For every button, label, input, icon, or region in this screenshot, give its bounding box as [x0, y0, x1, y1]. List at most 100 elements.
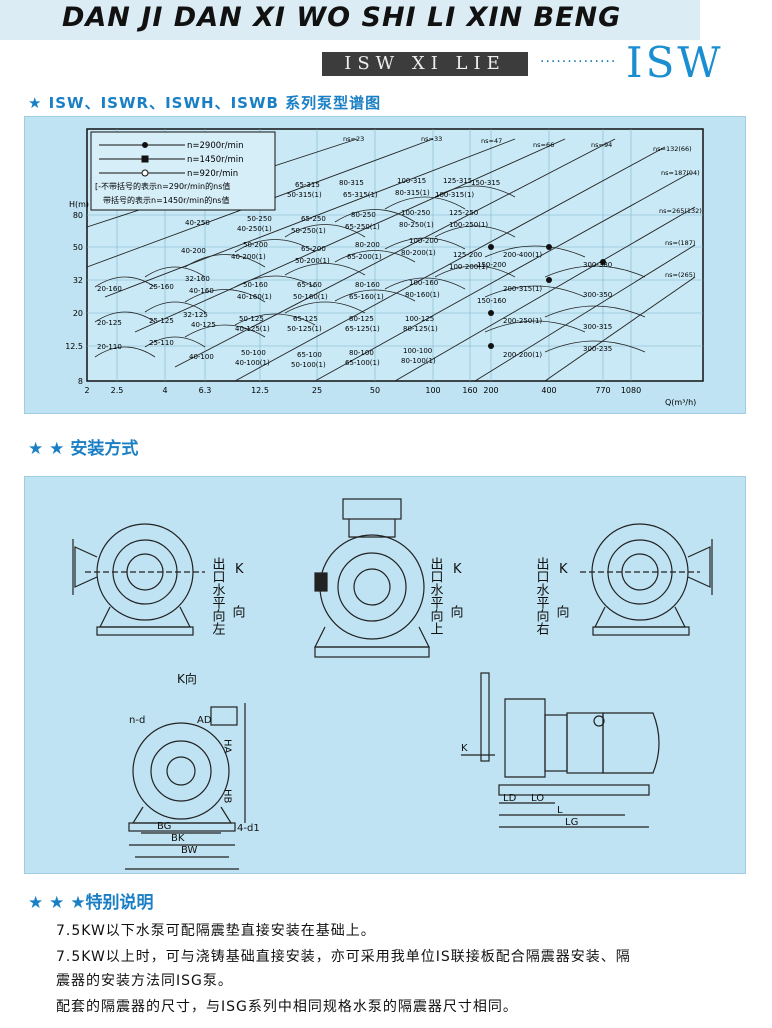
pump-label: 100-100	[403, 347, 432, 355]
legend-note1: [-不带括号的表示n=290r/min的ns值	[95, 181, 230, 191]
legend-line3: n=920r/min	[187, 169, 238, 179]
note-line-3: 震器的安装方法同ISG泵。	[56, 973, 233, 989]
pump-label: 50-200	[243, 241, 268, 249]
pump-label: 80-250(1)	[399, 221, 434, 229]
left-k-label: K	[235, 562, 244, 577]
pump-label: 80-250	[351, 211, 376, 219]
x-tick: 770	[595, 386, 610, 395]
pump-label: 65-250	[301, 215, 326, 223]
page-title: DAN JI DAN XI WO SHI LI XIN BENG	[62, 2, 622, 33]
side-dimension-labels: K LD LO L LG	[461, 743, 578, 828]
pump-label: 65-100(1)	[345, 359, 380, 367]
dim-label: LO	[531, 793, 544, 804]
y-tick: 12.5	[65, 342, 83, 351]
ns-labels: ns=23 ns=33 ns=47 ns=66 ns=94 ns=132(66)…	[343, 135, 702, 279]
pump-label: 40-100	[189, 353, 214, 361]
ns-label: ns=47	[481, 137, 502, 145]
y-tick: 50	[73, 243, 83, 252]
y-tick: 80	[73, 211, 83, 220]
pump-label: 65-160	[297, 281, 322, 289]
x-axis-label: Q(m³/h)	[665, 398, 696, 407]
title-band	[0, 0, 700, 40]
pump-label: 65-125	[293, 315, 318, 323]
ns-label: ns=132(66)	[653, 145, 692, 153]
pump-label: 300-380	[583, 261, 612, 269]
pump-label: 65-250(1)	[345, 223, 380, 231]
pump-label: 80-315	[339, 179, 364, 187]
pump-label: 40-160	[189, 287, 214, 295]
right-outlet-caption: 出口水平向右 K 向	[534, 557, 569, 635]
x-tick: 2.5	[111, 386, 124, 395]
ns-label: ns=94	[591, 141, 612, 149]
pump-label: 300-350	[583, 291, 612, 299]
pump-label: 100-160	[409, 279, 438, 287]
pump-label: 80-200	[355, 241, 380, 249]
install-panel: 出口水平向左 K 向 出口水平向上 K 向 出口水平向右 K 向	[24, 476, 746, 874]
pump-label: 40-160(1)	[237, 293, 272, 301]
pump-label: 25-110	[149, 339, 174, 347]
right-k-label: K	[559, 562, 568, 577]
dim-label: L	[557, 805, 563, 816]
dim-label: LG	[565, 817, 578, 828]
pump-spectrum-chart: n=2900r/min n=1450r/min n=920r/min [-不带括…	[65, 128, 704, 407]
dim-label: BK	[171, 833, 185, 844]
pump-label: 100-250(1)	[449, 221, 488, 229]
pump-label: 40-200(1)	[231, 253, 266, 261]
ns-label: ns=33	[421, 135, 442, 143]
pump-label: 20-125	[97, 319, 122, 327]
x-tick: 400	[541, 386, 556, 395]
pump-label: 40-125(1)	[235, 325, 270, 333]
left-outlet-caption: 出口水平向左 K 向	[210, 557, 245, 635]
pump-label: 150-315	[471, 179, 500, 187]
pump-label: 200-200(1)	[503, 351, 542, 359]
pump-label: 100-315(1)	[435, 191, 474, 199]
dim-label: n-d	[129, 715, 145, 726]
pump-up-outlet-drawing	[314, 498, 430, 658]
pump-label: 65-315(1)	[343, 191, 378, 199]
pump-right-outlet-drawing	[580, 523, 713, 636]
pump-label: 100-315	[397, 177, 426, 185]
y-tick: 8	[78, 377, 83, 386]
pump-label: 50-250(1)	[291, 227, 326, 235]
pump-label: 65-125(1)	[345, 325, 380, 333]
pump-model-labels: 65-315 50-315(1) 80-315 65-315(1) 100-31…	[97, 177, 612, 369]
pump-label: 50-250	[247, 215, 272, 223]
left-outlet-label: 出口水平向左	[210, 557, 226, 635]
pump-label: 300-235	[583, 345, 612, 353]
up-outlet-caption: 出口水平向上 K 向	[428, 557, 463, 635]
pump-label: 200-250(1)	[503, 317, 542, 325]
pump-label: 100-200	[409, 237, 438, 245]
y-tick: 20	[73, 309, 83, 318]
pump-label: 80-200(1)	[401, 249, 436, 257]
pump-label: 200-400(1)	[503, 251, 542, 259]
pump-label: 20-110	[97, 343, 122, 351]
x-tick: 2	[84, 386, 89, 395]
ns-label: ns=187(94)	[661, 169, 700, 177]
x-ticks: 2 2.5 4 6.3 12.5 25 50 100 160 200 400 7…	[84, 386, 641, 395]
pump-label: 32-125	[183, 311, 208, 319]
x-tick: 50	[370, 386, 380, 395]
pump-label: 50-125(1)	[287, 325, 322, 333]
x-tick: 4	[162, 386, 167, 395]
pump-label: 50-100	[241, 349, 266, 357]
ns-label: ns=(187)	[665, 239, 695, 247]
pump-label: 80-160	[355, 281, 380, 289]
pump-left-outlet-drawing	[72, 523, 205, 636]
ns-label: ns=(265)	[665, 271, 695, 279]
pump-label: 25-125	[149, 317, 174, 325]
note-line-4: 配套的隔震器的尺寸，与ISG系列中相同规格水泵的隔震器尺寸相同。	[56, 999, 518, 1015]
dotted-leader: ··············	[540, 54, 617, 70]
pump-label: 50-160(1)	[293, 293, 328, 301]
right-outlet-label: 出口水平向右	[534, 557, 550, 635]
x-tick: 25	[312, 386, 322, 395]
pump-label: 50-200(1)	[295, 257, 330, 265]
legend-note2: 带括号的表示n=1450r/min的ns值	[103, 195, 229, 205]
dim-label: K	[461, 743, 468, 754]
front-dimension-labels: K向 n-d AD HA HB BG BK BW 4-d1	[129, 671, 260, 856]
ns-label: ns=66	[533, 141, 554, 149]
front-dimension-drawing	[125, 703, 246, 870]
x-tick: 1080	[621, 386, 641, 395]
pump-label: 40-250(1)	[237, 225, 272, 233]
dim-label: HA	[222, 739, 233, 754]
dim-label: 4-d1	[237, 823, 260, 834]
